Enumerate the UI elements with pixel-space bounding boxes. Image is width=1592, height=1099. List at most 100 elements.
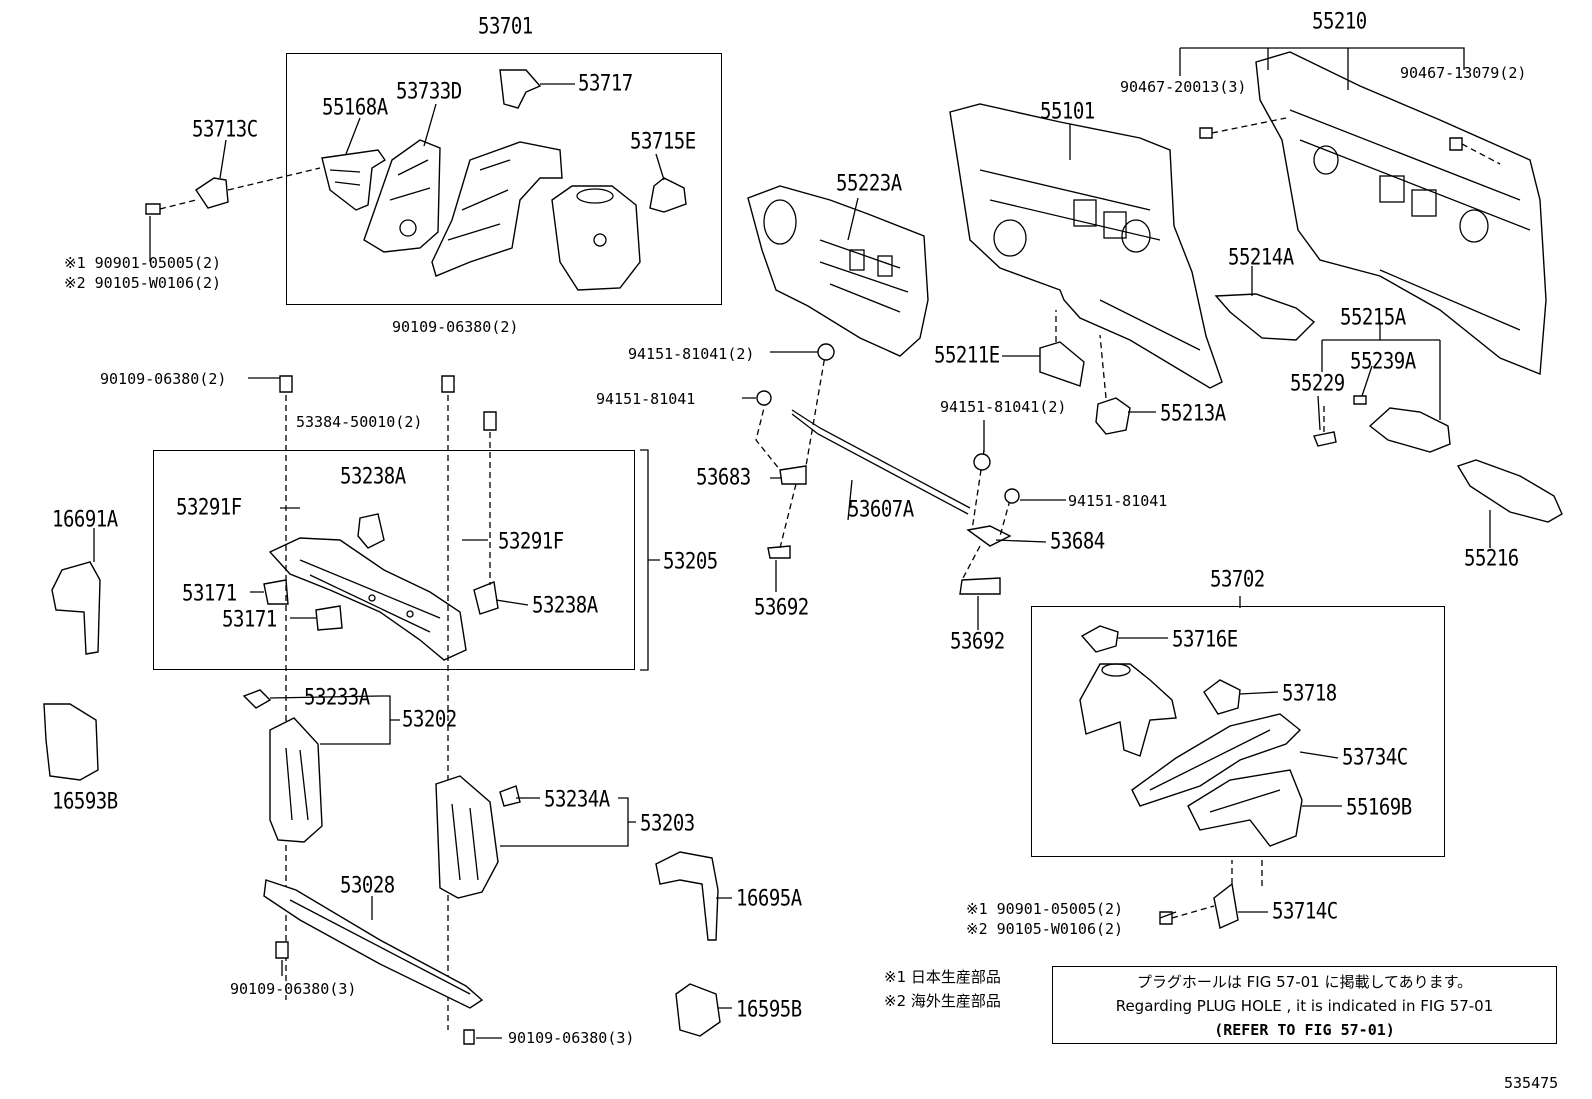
part-53238a-top-shape: [357, 513, 385, 549]
part-apron-shape: [431, 141, 563, 277]
label-clip-b: 94151-81041: [596, 390, 696, 408]
label-53684: 53684: [1050, 528, 1105, 555]
part-16695a-shape: [655, 851, 719, 941]
label-53238a-bottom: 53238A: [532, 592, 598, 619]
label-53233a: 53233A: [304, 684, 370, 711]
part-55239a-shape: [1353, 395, 1451, 453]
label-53714c: 53714C: [1272, 898, 1338, 925]
part-53717-shape: [499, 69, 542, 109]
part-55223a-shape: [747, 185, 929, 357]
part-53733d-shape: [363, 139, 441, 253]
part-16691a-shape: [51, 561, 101, 655]
part-55168a-shape: [321, 149, 386, 211]
label-53028: 53028: [340, 872, 395, 899]
label-53716e: 53716E: [1172, 626, 1238, 653]
label-53702: 53702: [1210, 566, 1265, 593]
label-53734c: 53734C: [1342, 744, 1408, 771]
notice-line-jp: プラグホールは FIG 57-01 に掲載してあります。: [1136, 973, 1473, 991]
label-55223a: 55223A: [836, 170, 902, 197]
group-box-53701: [286, 53, 722, 305]
label-clip-d: 94151-81041: [1068, 492, 1168, 510]
part-53202-shape: [242, 689, 323, 843]
label-53607a: 53607A: [848, 496, 914, 523]
part-55216-shape: [1456, 459, 1563, 523]
part-16593b-shape: [43, 703, 99, 781]
label-16695a: 16695A: [736, 885, 802, 912]
part-shock-tower-right-shape: [1079, 663, 1177, 757]
part-55229-shape: [1313, 339, 1441, 447]
label-53205: 53205: [663, 548, 718, 575]
label-53238a-top: 53238A: [340, 463, 406, 490]
notice-line-refer: (REFER TO FIG 57-01): [1214, 1021, 1395, 1039]
plug-hole-notice: プラグホールは FIG 57-01 に掲載してあります。 Regarding P…: [1052, 966, 1557, 1044]
label-55169b: 55169B: [1346, 794, 1412, 821]
label-53733d: 53733D: [396, 78, 462, 105]
label-53171-a: 53171: [182, 580, 237, 607]
label-bolt-left-2: ※2 90105-W0106(2): [64, 274, 222, 292]
label-bolt-right-2: ※2 90105-W0106(2): [966, 920, 1124, 938]
part-53714c-shape: [1159, 860, 1263, 929]
label-screw-b: 90467-13079(2): [1400, 64, 1527, 82]
part-55210-shape: [1179, 47, 1547, 376]
label-55101: 55101: [1040, 98, 1095, 125]
label-16595b: 16595B: [736, 996, 802, 1023]
part-shock-tower-shape: [551, 185, 641, 291]
label-bolt-right-1: ※1 90901-05005(2): [966, 900, 1124, 918]
label-55215a: 55215A: [1340, 304, 1406, 331]
part-55101-shape: [949, 103, 1223, 389]
legend-note-2: ※2 海外生産部品: [884, 992, 1001, 1010]
label-16593b: 16593B: [52, 788, 118, 815]
part-55211e-shape: [1039, 310, 1085, 387]
part-53171-shapes: [263, 579, 343, 631]
part-53205-crossmember-shape: [268, 537, 467, 661]
part-53716e-shape: [1080, 625, 1119, 653]
label-53203: 53203: [640, 810, 695, 837]
label-53171-b: 53171: [222, 606, 277, 633]
label-55213a: 55213A: [1160, 400, 1226, 427]
part-55214a-shape: [1214, 293, 1316, 341]
leader-lines: [93, 83, 1491, 1039]
label-55210: 55210: [1312, 8, 1367, 35]
label-55216: 55216: [1464, 545, 1519, 572]
label-53713c: 53713C: [192, 116, 258, 143]
label-55214a: 55214A: [1228, 244, 1294, 271]
part-55169b-shape: [1187, 769, 1303, 847]
part-53238a-bot-shape: [473, 581, 499, 615]
notice-line-en: Regarding PLUG HOLE , it is indicated in…: [1115, 997, 1494, 1015]
part-53734c-shape: [1131, 713, 1302, 807]
label-bolt-b: 90109-06380(2): [100, 370, 227, 388]
label-bolt-a: 90109-06380(2): [392, 318, 519, 336]
label-53202: 53202: [402, 706, 457, 733]
group-box-53205: [153, 450, 635, 670]
part-53028-shape: [263, 879, 484, 1045]
label-55229: 55229: [1290, 370, 1345, 397]
label-53701: 53701: [478, 13, 533, 40]
label-55168a: 55168A: [322, 94, 388, 121]
label-53717: 53717: [578, 70, 633, 97]
label-clip-c: 94151-81041(2): [940, 398, 1067, 416]
label-bolt-c: 90109-06380(3): [230, 980, 357, 998]
part-53718-shape: [1203, 679, 1241, 715]
label-bolt-left-1: ※1 90901-05005(2): [64, 254, 222, 272]
label-53683: 53683: [696, 464, 751, 491]
label-55211e: 55211E: [934, 342, 1000, 369]
label-55239a: 55239A: [1350, 348, 1416, 375]
label-53234a: 53234A: [544, 786, 610, 813]
legend-note-1: ※1 日本生産部品: [884, 968, 1001, 986]
label-16691a: 16691A: [52, 506, 118, 533]
figure-id: 535475: [1504, 1074, 1559, 1092]
part-16595b-shape: [675, 983, 721, 1037]
label-clip-a: 94151-81041(2): [628, 345, 755, 363]
label-53692-left: 53692: [754, 594, 809, 621]
label-53692-right: 53692: [950, 628, 1005, 655]
label-53291f-left: 53291F: [176, 494, 242, 521]
part-53713c-shape: [145, 167, 321, 215]
part-53607a-rod-shape: [755, 343, 1020, 595]
label-53291f-right: 53291F: [498, 528, 564, 555]
part-53203-shape: [435, 775, 521, 899]
label-bolt-d: 90109-06380(3): [508, 1029, 635, 1047]
label-53715e: 53715E: [630, 128, 696, 155]
label-screw-a: 90467-20013(3): [1120, 78, 1247, 96]
